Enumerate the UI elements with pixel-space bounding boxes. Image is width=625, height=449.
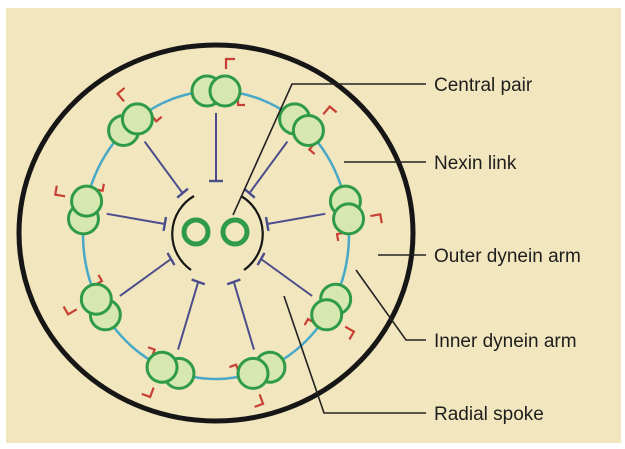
label-radial-spoke: Radial spoke [434,404,544,425]
microtubule-a-tubule [81,284,111,314]
microtubule-a-tubule [122,104,152,134]
microtubule-a-tubule [210,76,240,106]
label-central-pair: Central pair [434,75,533,96]
label-outer-dynein-arm: Outer dynein arm [434,246,581,267]
microtubule-a-tubule [72,186,102,216]
axoneme-diagram: Central pair Nexin link Outer dynein arm… [6,8,621,443]
label-nexin-link: Nexin link [434,153,517,174]
microtubule-a-tubule [293,115,323,145]
microtubule-a-tubule [147,352,177,382]
microtubule-a-tubule [334,204,364,234]
microtubule-a-tubule [312,300,342,330]
microtubule-a-tubule [238,358,268,388]
label-inner-dynein-arm: Inner dynein arm [434,331,577,352]
